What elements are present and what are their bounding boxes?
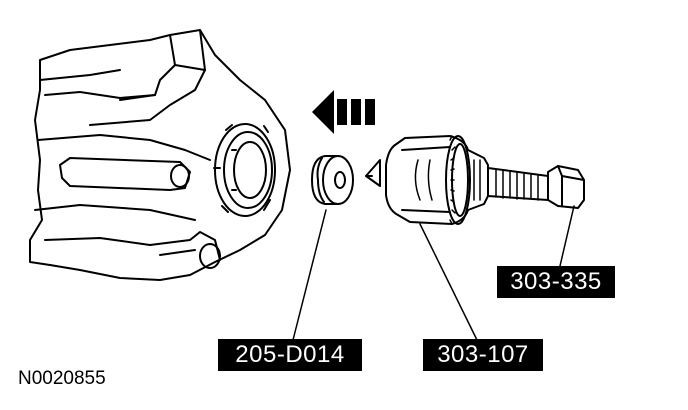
dashed-arrow-left-icon — [312, 90, 375, 134]
leader-lines — [292, 205, 575, 341]
forcing-screw-drawing — [487, 165, 585, 209]
figure-reference-number: N0020855 — [18, 368, 106, 389]
seal-remover-adapter-drawing — [311, 155, 354, 205]
callout-205-d014: 205-D014 — [218, 339, 362, 371]
callout-303-335: 303-335 — [497, 266, 615, 298]
housing-drawing — [29, 29, 291, 281]
callout-303-107: 303-107 — [423, 339, 543, 371]
installer-body-drawing — [365, 135, 489, 225]
